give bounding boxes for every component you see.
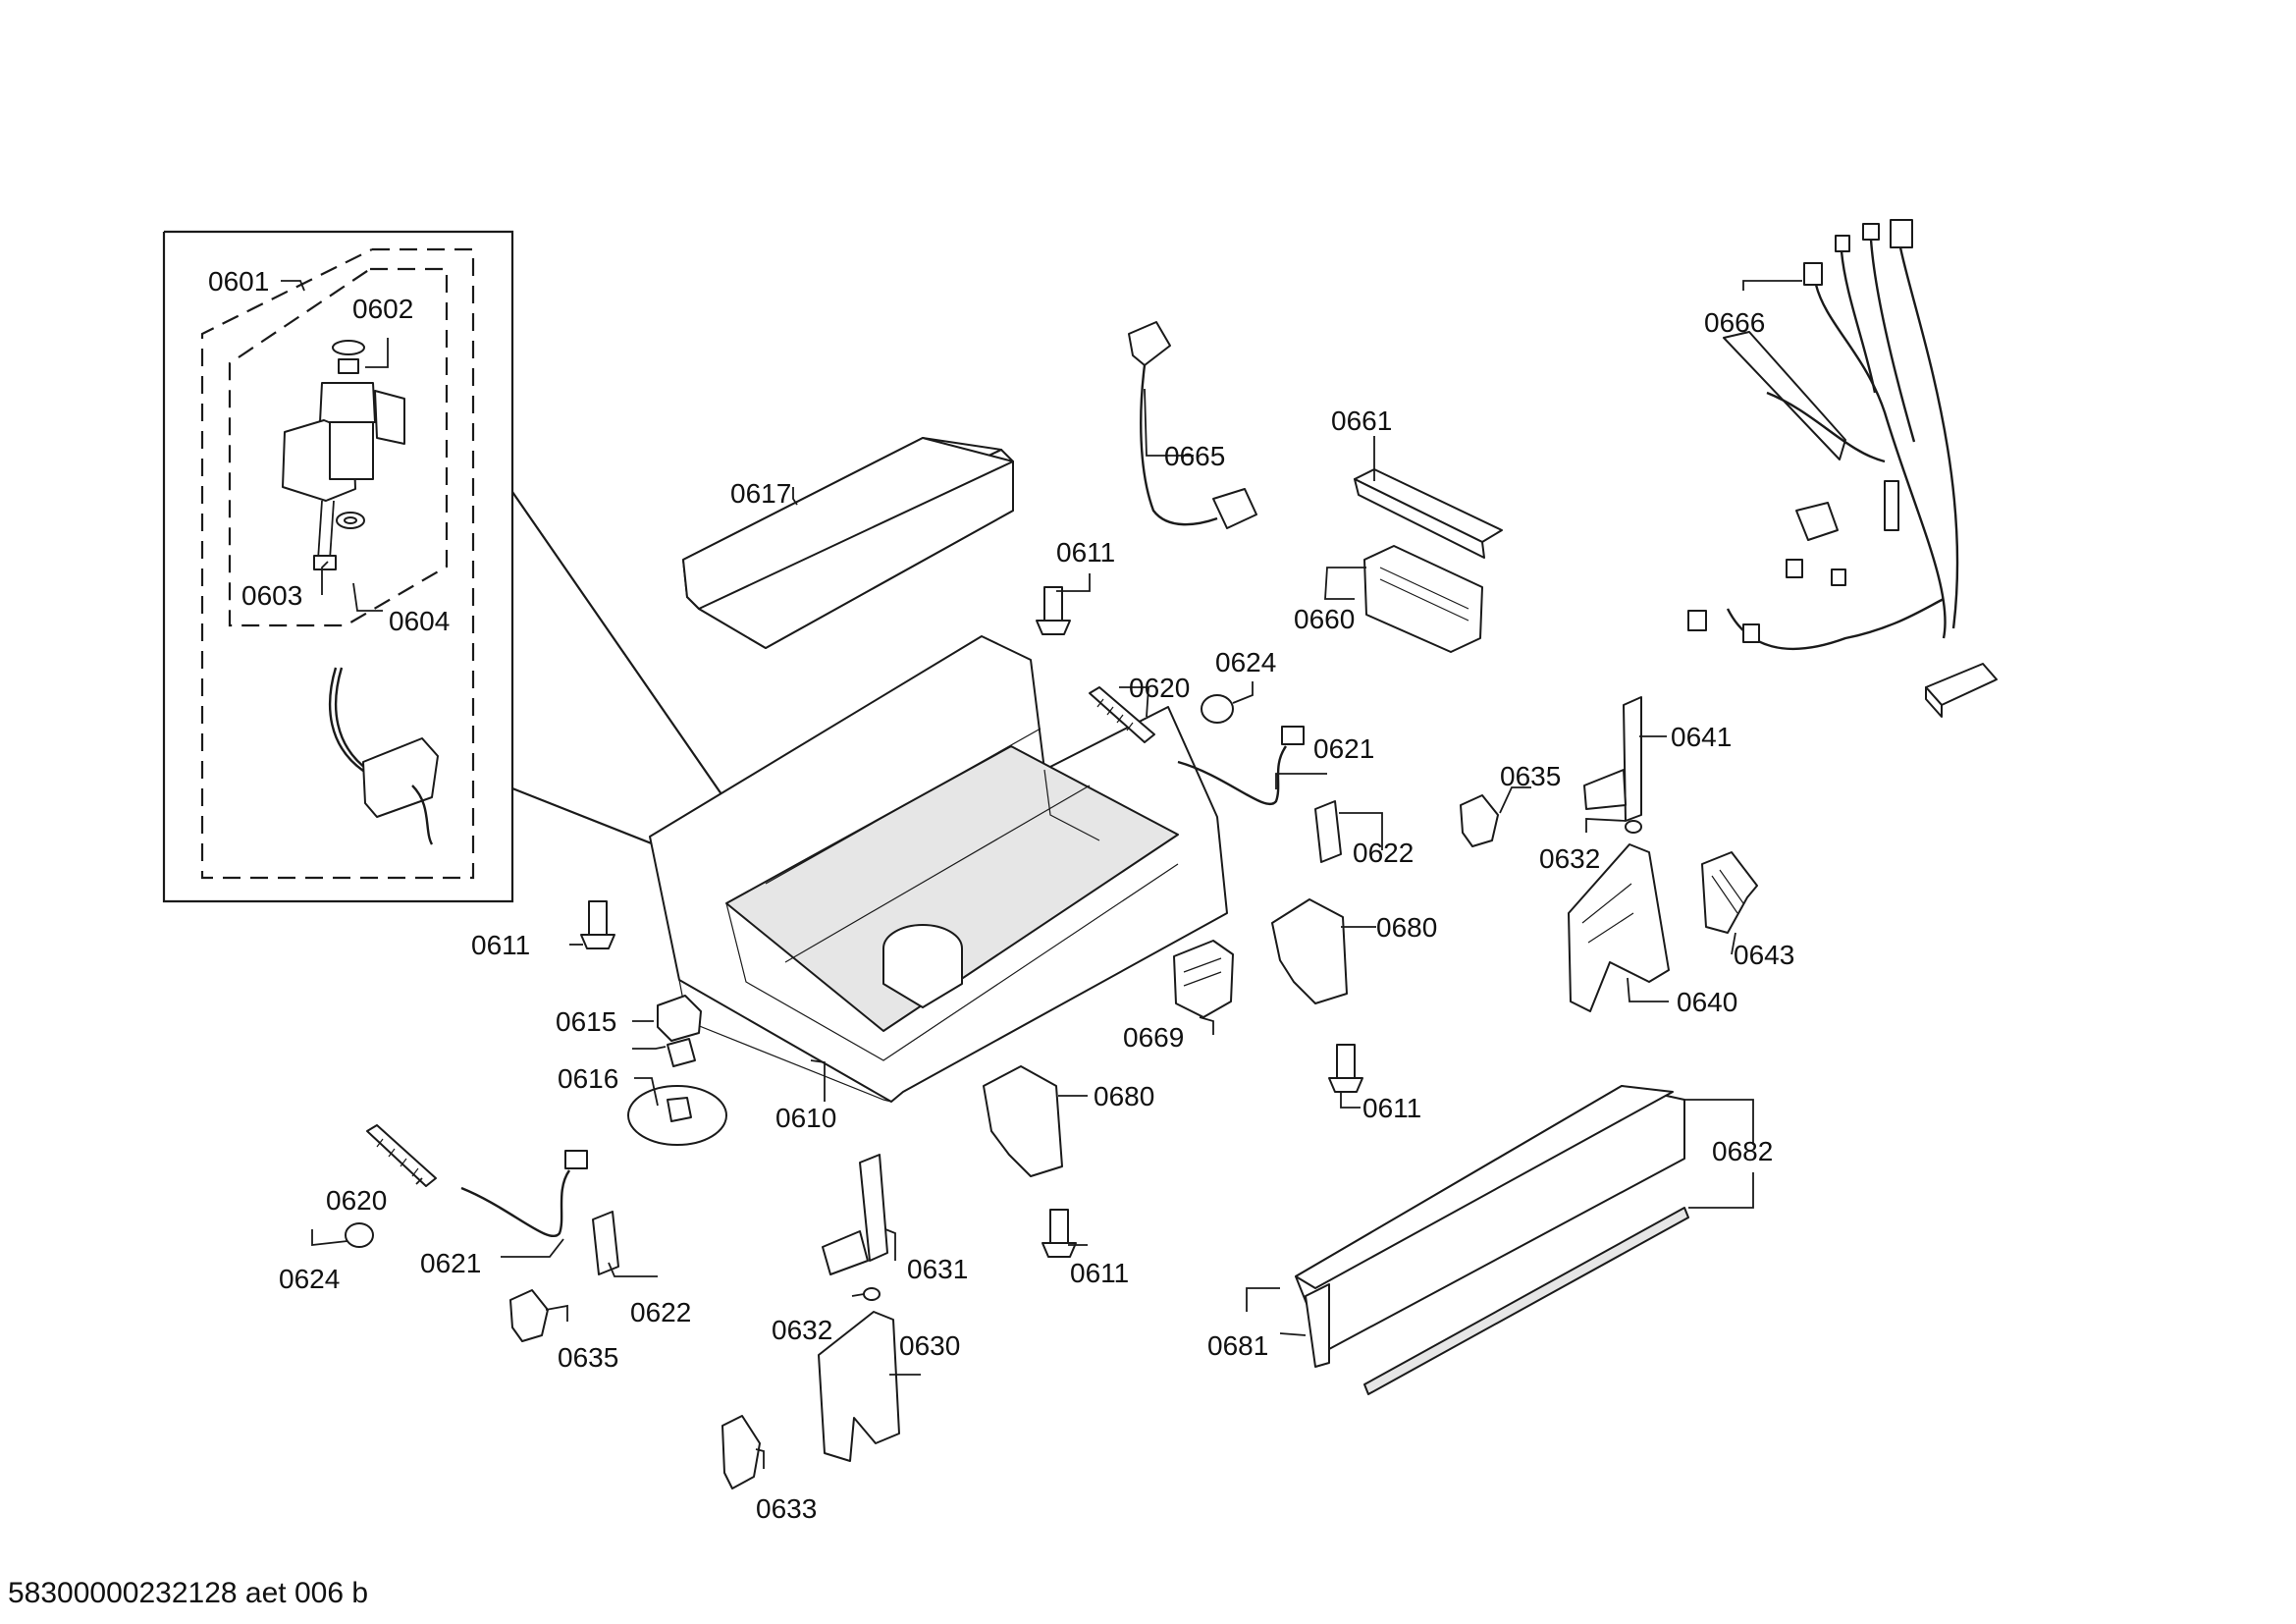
screw-0611-b: [580, 900, 615, 949]
label-0615: 0615: [556, 1006, 616, 1037]
part-0615: [657, 995, 702, 1067]
part-0620-a: [1089, 686, 1155, 743]
part-0632-b: [863, 1287, 881, 1301]
part-0620-b: [366, 1124, 437, 1187]
part-0621-a: [1177, 726, 1305, 806]
label-0631: 0631: [907, 1254, 968, 1284]
part-0633: [721, 1415, 761, 1489]
part-0621-b: [460, 1150, 588, 1238]
label-0611-a: 0611: [1056, 537, 1115, 568]
label-0624-b: 0624: [279, 1264, 340, 1294]
label-0681: 0681: [1207, 1330, 1268, 1361]
label-0617: 0617: [730, 478, 791, 509]
label-0620-a: 0620: [1129, 673, 1190, 703]
label-0611-b: 0611: [471, 930, 530, 960]
label-0635-b: 0635: [558, 1342, 618, 1373]
label-0682: 0682: [1712, 1136, 1773, 1166]
part-0660: [1363, 545, 1483, 653]
part-0632-a: [1625, 820, 1642, 834]
leader-lines: [281, 280, 1802, 1469]
part-0635-a: [1460, 794, 1499, 847]
label-0603: 0603: [241, 580, 302, 611]
label-0643: 0643: [1734, 940, 1794, 970]
detail-inset: [162, 230, 767, 903]
part-0669: [1173, 940, 1234, 1018]
label-0641: 0641: [1671, 722, 1732, 752]
label-0611-d: 0611: [1070, 1258, 1129, 1288]
part-0622-a: [1314, 800, 1342, 863]
part-0616: [627, 1085, 727, 1146]
label-0620-b: 0620: [326, 1185, 387, 1216]
valve-wire-part: [328, 667, 439, 845]
part-0624-a: [1201, 694, 1234, 724]
part-0631: [822, 1154, 888, 1275]
label-0666: 0666: [1704, 307, 1765, 338]
label-0622-b: 0622: [630, 1297, 691, 1327]
screw-0611-d: [1041, 1209, 1077, 1258]
screw-0611-c: [1328, 1044, 1363, 1093]
label-0630: 0630: [899, 1330, 960, 1361]
label-0669: 0669: [1123, 1022, 1184, 1053]
label-0602: 0602: [352, 294, 413, 324]
label-0601: 0601: [208, 266, 269, 297]
label-0633: 0633: [756, 1493, 817, 1524]
label-0621-b: 0621: [420, 1248, 481, 1278]
callout-labels: 0601 0602 0603 0604 0617 0665 0661 0660 …: [208, 266, 1794, 1524]
water-valve-part: [282, 340, 405, 570]
part-0682: [1295, 1085, 1689, 1395]
label-0604: 0604: [389, 606, 450, 636]
part-0624-b: [345, 1222, 374, 1248]
label-0680-b: 0680: [1094, 1081, 1154, 1111]
label-0622-a: 0622: [1353, 838, 1414, 868]
part-0643: [1701, 851, 1758, 934]
part-0666: [1687, 219, 1998, 718]
label-0621-a: 0621: [1313, 733, 1374, 764]
label-0640: 0640: [1677, 987, 1737, 1017]
screw-0611-a: [1036, 586, 1071, 635]
part-0635-b: [509, 1289, 549, 1342]
part-0640: [1568, 843, 1670, 1012]
part-0665: [1128, 321, 1257, 529]
part-0681: [1305, 1283, 1330, 1368]
part-0641: [1583, 696, 1642, 822]
label-0665: 0665: [1164, 441, 1225, 471]
drawing-number: 58300000232128 aet 006 b: [8, 1577, 368, 1609]
label-0611-c: 0611: [1362, 1093, 1421, 1123]
label-0624-a: 0624: [1215, 647, 1276, 677]
label-0660: 0660: [1294, 604, 1355, 634]
part-0617: [682, 437, 1014, 649]
label-0680-a: 0680: [1376, 912, 1437, 943]
part-0622-b: [592, 1211, 619, 1275]
part-0661: [1354, 468, 1503, 559]
label-0610: 0610: [775, 1103, 836, 1133]
part-0630: [818, 1311, 900, 1462]
label-0635-a: 0635: [1500, 761, 1561, 791]
part-0680-b: [983, 1065, 1063, 1177]
label-0616: 0616: [558, 1063, 618, 1094]
part-0680-a: [1271, 898, 1348, 1004]
label-0632-b: 0632: [772, 1315, 832, 1345]
label-0661: 0661: [1331, 406, 1392, 436]
label-0632-a: 0632: [1539, 843, 1600, 874]
part-0610: [649, 635, 1228, 1103]
